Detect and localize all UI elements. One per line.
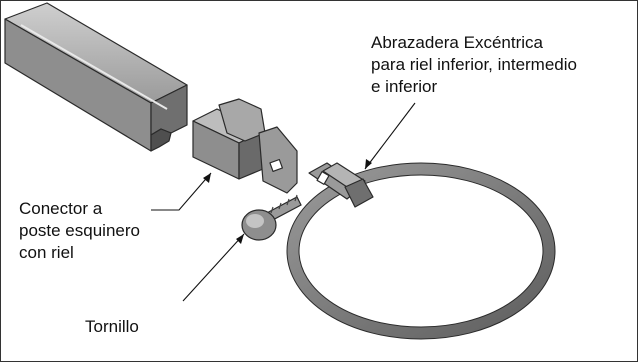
corner-connector xyxy=(192,98,298,194)
connector-leader-arrow xyxy=(203,173,211,183)
screw-leader-line xyxy=(182,233,245,302)
label-eccentric-clamp: Abrazadera Excéntrica para riel inferior… xyxy=(371,32,577,98)
screw xyxy=(241,194,302,241)
label-line: Abrazadera Excéntrica xyxy=(371,33,543,52)
label-line: e inferior xyxy=(371,77,438,96)
rail-channel xyxy=(4,2,188,152)
label-line: con riel xyxy=(19,243,74,262)
clamp-leader-arrow xyxy=(365,159,372,169)
label-line: Conector a xyxy=(19,199,103,218)
label-line: poste esquinero xyxy=(19,221,140,240)
label-corner-connector: Conector a poste esquinero con riel xyxy=(19,198,140,264)
eccentric-clamp xyxy=(286,162,556,340)
leader-lines xyxy=(151,102,416,302)
screw-leader-arrow xyxy=(236,234,244,244)
connector-leader-line xyxy=(151,172,212,211)
label-screw: Tornillo xyxy=(85,317,139,336)
label-line: para riel inferior, intermedio xyxy=(371,55,577,74)
clamp-leader-line xyxy=(364,102,416,170)
